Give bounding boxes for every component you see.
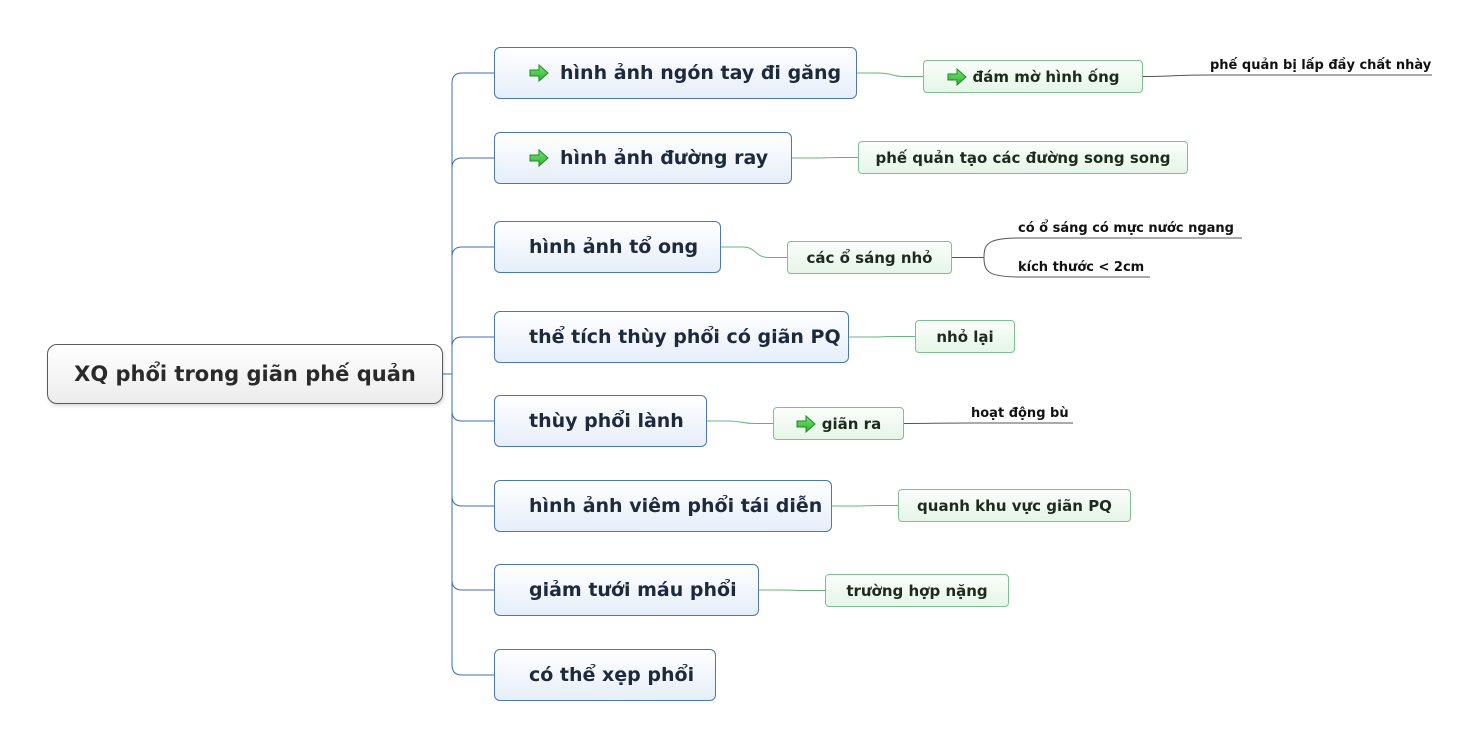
branch-connector [451, 72, 494, 84]
main-topic-label: có thể xẹp phổi [529, 664, 695, 686]
subtopic-label: nhỏ lại [936, 327, 994, 346]
subtopic-label: trường hợp nặng [846, 581, 988, 600]
subtopic-severe-cases[interactable]: trường hợp nặng [825, 574, 1009, 607]
right-arrow-icon [947, 67, 967, 86]
leaf-compensatory[interactable]: hoạt động bù [971, 403, 1073, 423]
main-topic-atelectasis[interactable]: có thể xẹp phổi [494, 649, 716, 701]
branch-connector [451, 336, 494, 348]
leaf-connector [903, 422, 1073, 424]
main-topic-honeycomb[interactable]: hình ảnh tổ ong [494, 221, 721, 273]
subtopic-connector [832, 505, 898, 507]
subtopic-connector [792, 157, 858, 159]
subtopic-label: các ổ sáng nhỏ [806, 248, 933, 267]
main-topic-label: hình ảnh ngón tay đi găng [560, 62, 842, 84]
subtopic-around-dilation[interactable]: quanh khu vực giãn PQ [898, 489, 1131, 522]
branch-connector [451, 410, 494, 422]
main-topic-lobe-volume[interactable]: thể tích thùy phổi có giãn PQ [494, 311, 849, 363]
main-topic-recurrent-pneumonia[interactable]: hình ảnh viêm phổi tái diễn [494, 480, 832, 532]
main-topic-label: hình ảnh tổ ong [529, 236, 699, 258]
leaf-label: phế quản bị lấp đầy chất nhày [1210, 57, 1432, 73]
subtopic-connector [721, 246, 787, 258]
branch-connector [451, 246, 494, 258]
leaf-air-fluid-level[interactable]: có ổ sáng có mực nước ngang [1018, 218, 1242, 238]
subtopic-label: quanh khu vực giãn PQ [917, 496, 1112, 515]
right-arrow-icon [529, 149, 549, 167]
root-topic[interactable]: XQ phổi trong giãn phế quản [47, 344, 443, 404]
main-topic-label: hình ảnh viêm phổi tái diễn [529, 495, 823, 517]
leaf-connector [983, 257, 1150, 278]
main-topic-label: thùy phổi lành [529, 410, 684, 432]
main-topic-reduced-perfusion[interactable]: giảm tưới máu phổi [494, 564, 759, 616]
subtopic-tubular-opacity[interactable]: đám mờ hình ống [923, 60, 1143, 93]
main-topic-tram-track[interactable]: hình ảnh đường ray [494, 132, 792, 184]
main-topic-label: giảm tưới máu phổi [529, 579, 737, 601]
subtopic-label: phế quản tạo các đường song song [875, 148, 1171, 167]
root-topic-label: XQ phổi trong giãn phế quản [74, 362, 416, 386]
main-topic-healthy-lobe[interactable]: thùy phổi lành [494, 395, 707, 447]
main-topic-label: hình ảnh đường ray [560, 147, 769, 169]
subtopic-connector [759, 589, 825, 591]
leaf-size-under-2cm[interactable]: kích thước < 2cm [1018, 257, 1150, 277]
branch-connector [451, 664, 494, 676]
branch-connector [451, 579, 494, 591]
subtopic-expanded[interactable]: giãn ra [773, 407, 904, 440]
leaf-connector [952, 237, 1242, 258]
subtopic-connector [857, 72, 923, 77]
main-topic-label: thể tích thùy phổi có giãn PQ [529, 326, 841, 348]
branch-connector [451, 157, 494, 169]
main-topic-gloved-finger[interactable]: hình ảnh ngón tay đi găng [494, 47, 857, 99]
right-arrow-icon [529, 64, 549, 82]
leaf-label: kích thước < 2cm [1018, 259, 1145, 275]
subtopic-label: đám mờ hình ống [972, 67, 1120, 86]
leaf-label: có ổ sáng có mực nước ngang [1018, 220, 1234, 236]
subtopic-parallel-lines[interactable]: phế quản tạo các đường song song [858, 141, 1188, 174]
subtopic-small-lucencies[interactable]: các ổ sáng nhỏ [787, 241, 952, 274]
subtopic-connector [707, 420, 773, 424]
subtopic-label: giãn ra [821, 414, 882, 433]
leaf-connector [1142, 74, 1432, 77]
branch-connector [451, 495, 494, 507]
leaf-label: hoạt động bù [971, 405, 1069, 421]
subtopic-connector [849, 336, 915, 338]
right-arrow-icon [796, 414, 816, 433]
leaf-mucus-filled-bronchi[interactable]: phế quản bị lấp đầy chất nhày [1210, 55, 1432, 75]
subtopic-reduced[interactable]: nhỏ lại [915, 320, 1015, 353]
